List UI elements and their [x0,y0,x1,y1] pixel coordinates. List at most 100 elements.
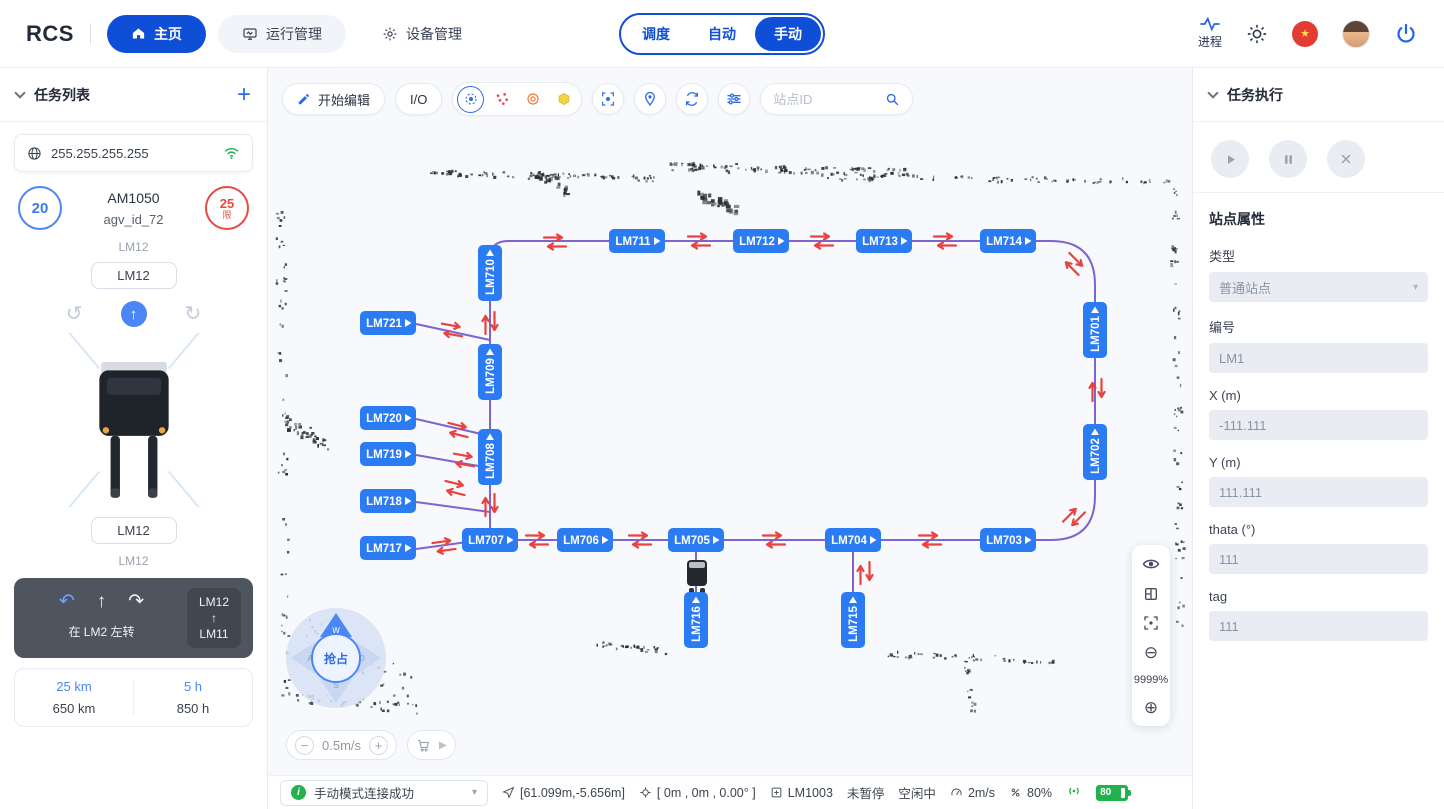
field-label-y: Y (m) [1209,455,1241,470]
map-station-LM708[interactable]: LM708 [478,429,502,485]
map[interactable]: LM711 LM712 LM713 LM714LM710LM721LM709LM720… [268,68,1192,809]
pause-button[interactable] [1269,140,1307,178]
map-toolbar: 开始编辑 I/O [282,82,914,116]
field-value-type: 普通站点 [1219,280,1272,296]
map-station-LM720[interactable]: LM720 [360,406,416,430]
chevron-down-icon: ▾ [471,787,477,798]
svg-text:LM709: LM709 [485,358,497,394]
turn-left-icon[interactable]: ↶ [58,591,75,612]
zoom-in-icon[interactable]: ⊕ [1143,698,1159,717]
chevron-down-icon[interactable] [14,86,26,99]
field-input-code[interactable]: LM1 [1209,343,1428,373]
process-label: 进程 [1197,35,1222,49]
center-focus-icon[interactable] [1143,615,1159,631]
stop-close-button[interactable] [1327,140,1365,178]
rotate-right-icon[interactable]: ↻ [184,303,202,325]
route-from: LM11 [199,627,229,641]
process-button[interactable]: 进程 [1198,17,1222,50]
map-station-LM709[interactable]: LM709 [478,344,502,400]
field-select-type[interactable]: 普通站点▾ [1209,272,1428,302]
task-execution-title: 任务执行 [1227,86,1283,103]
field-input-theta[interactable]: 111 [1209,544,1428,574]
map-station-LM701[interactable]: LM701 [1083,302,1107,358]
map-station-LM719[interactable]: LM719 [360,442,416,466]
nav-operations[interactable]: 运行管理 [217,14,346,53]
virtual-joystick[interactable]: W A D S 抢占 [286,608,386,708]
connection-status-select[interactable]: i 手动模式连接成功 ▾ [280,779,488,806]
nav-home[interactable]: 主页 [106,14,206,53]
start-edit-button[interactable]: 开始编辑 [282,83,386,115]
map-station-LM712[interactable]: LM712 [733,229,789,253]
station-pill-bottom[interactable]: LM12 [90,517,177,544]
map-station-LM705[interactable]: LM705 [668,528,724,552]
zoom-out-icon[interactable]: ⊖ [1143,643,1159,662]
map-station-LM721[interactable]: LM721 [360,311,416,335]
language-flag-icon[interactable]: ★ [1292,20,1318,47]
io-button[interactable]: I/O [395,83,443,115]
nav-devices[interactable]: 设备管理 [358,15,486,53]
turn-right-icon[interactable]: ↷ [128,591,145,612]
info-icon: i [291,785,306,800]
field-input-tag[interactable]: 111 [1209,611,1428,641]
seize-control-button[interactable]: 抢占 [311,633,361,683]
speed-stepper: − 0.5m/s + [286,730,398,760]
sliders-button[interactable] [718,83,751,115]
mode-manual[interactable]: 手动 [755,16,821,51]
station-layer-icon[interactable] [457,85,485,113]
focus-target-button[interactable] [592,83,625,115]
user-avatar[interactable] [1342,19,1370,48]
chevron-down-icon[interactable] [1207,86,1219,99]
agv-connection-card[interactable]: 255.255.255.255 [14,134,253,172]
field-input-x[interactable]: -111.111 [1209,410,1428,440]
speed-increase-button[interactable]: + [369,735,389,755]
search-icon[interactable] [885,92,900,107]
svg-text:LM715: LM715 [848,606,860,642]
mode-auto[interactable]: 自动 [708,25,736,42]
pencil-icon [298,93,310,105]
svg-text:LM705: LM705 [674,535,710,547]
straight-icon[interactable]: ↑ [96,591,107,612]
visibility-eye-icon[interactable] [1142,555,1160,573]
top-bar: RCS 主页 运行管理 设备管理 调度 [0,0,1444,68]
map-station-LM717[interactable]: LM717 [360,536,416,560]
map-layers-icon[interactable] [1143,586,1159,602]
field-input-y[interactable]: 111.111 [1209,477,1428,507]
map-station-LM704[interactable]: LM704 [825,528,881,552]
agv-odometer-stats: 25 km 650 km 5 h 850 h [14,668,253,727]
speed-value: 0.5m/s [322,737,362,753]
refresh-button[interactable] [676,83,709,115]
task-list-header: 任务列表 + [0,68,267,122]
map-station-LM718[interactable]: LM718 [360,489,416,513]
hexagon-layer-icon[interactable] [550,86,577,113]
mode-dispatch[interactable]: 调度 [642,25,670,42]
crosshair-icon [640,787,651,798]
power-icon[interactable] [1394,22,1418,46]
location-pin-button[interactable] [634,83,667,115]
status-percent: 80% [1009,786,1052,800]
map-station-LM714[interactable]: LM714 [980,229,1036,253]
brightness-icon[interactable] [1246,23,1268,45]
go-forward-button[interactable]: ↑ [120,301,147,327]
map-station-LM706[interactable]: LM706 [557,528,613,552]
map-station-LM702[interactable]: LM702 [1083,424,1107,480]
field-value-x: -111.111 [1219,417,1267,433]
field-value-theta: 111 [1219,551,1239,567]
map-station-LM716[interactable]: LM716 [684,592,708,648]
rotate-left-icon[interactable]: ↺ [65,303,83,325]
map-station-LM711[interactable]: LM711 [609,229,665,253]
cargo-toggle[interactable]: ▶ [407,730,456,760]
add-task-button[interactable]: + [236,80,251,108]
play-button[interactable] [1211,140,1249,178]
map-station-LM713[interactable]: LM713 [856,229,912,253]
map-station-LM703[interactable]: LM703 [980,528,1036,552]
station-pill-top[interactable]: LM12 [90,262,177,289]
scatter-layer-icon[interactable] [488,86,515,113]
map-station-LM715[interactable]: LM715 [841,592,865,648]
station-id-search-input[interactable] [773,91,878,107]
map-station-LM710[interactable]: LM710 [478,245,502,301]
rings-layer-icon[interactable] [519,86,546,113]
speed-decrease-button[interactable]: − [295,735,314,755]
map-station-LM707[interactable]: LM707 [462,528,518,552]
